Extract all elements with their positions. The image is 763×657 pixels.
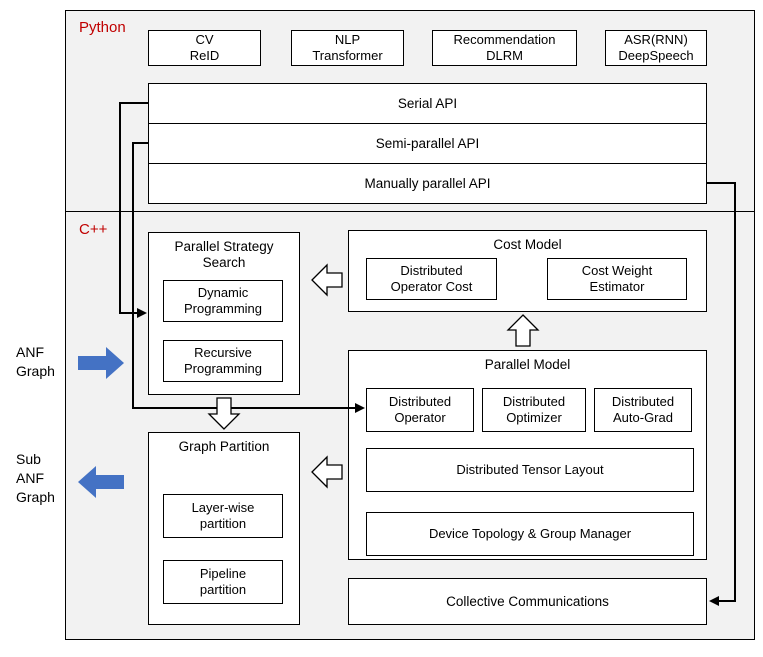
box-line: Pipeline: [199, 565, 247, 581]
parallel-model-title: Parallel Model: [484, 357, 571, 372]
box-line: Layer-wise: [191, 499, 255, 515]
app-box-asr-deepspeech: ASR(RNN) DeepSpeech: [605, 30, 707, 66]
app-box-line: ReID: [189, 48, 220, 63]
app-box-line: ASR(RNN): [624, 31, 688, 47]
box-line: partition: [199, 516, 247, 531]
box-line: Programming: [183, 301, 263, 316]
box-line: Auto-Grad: [613, 410, 673, 425]
distributed-tensor-layout-box: Distributed Tensor Layout: [366, 448, 694, 492]
sub-anf-graph-label: Sub ANF Graph: [16, 450, 55, 507]
box-line: Recursive: [194, 344, 252, 360]
side-label-line: Sub: [16, 451, 41, 467]
app-box-line: NLP: [334, 31, 361, 47]
box-line: Dynamic: [197, 284, 249, 300]
app-box-line: DLRM: [486, 48, 523, 63]
recursive-programming-box: Recursive Programming: [163, 340, 283, 382]
distributed-operator-cost-box: Distributed Operator Cost: [366, 258, 497, 300]
box-line: Distributed: [611, 393, 675, 409]
app-box-line: DeepSpeech: [618, 48, 694, 63]
side-label-line: Graph: [16, 488, 55, 505]
side-label-line: ANF: [16, 344, 44, 360]
distributed-operator-box: Distributed Operator: [366, 388, 474, 432]
collective-communications-bar: Collective Communications: [348, 578, 707, 625]
serial-api-bar: Serial API: [148, 83, 707, 124]
side-label-line: ANF: [16, 469, 44, 486]
side-label-line: Graph: [16, 362, 55, 379]
python-section-label: Python: [79, 19, 126, 36]
distributed-auto-grad-box: Distributed Auto-Grad: [594, 388, 692, 432]
parallel-strategy-search-title: Parallel Strategy Search: [174, 239, 274, 271]
box-line: Distributed: [400, 262, 463, 278]
distributed-optimizer-box: Distributed Optimizer: [482, 388, 586, 432]
app-box-recommendation-dlrm: Recommendation DLRM: [432, 30, 577, 66]
box-line: Operator: [394, 410, 446, 425]
app-box-line: CV: [195, 31, 214, 47]
box-line: Cost Weight: [581, 262, 653, 278]
box-line: Estimator: [589, 279, 645, 294]
box-line: Distributed: [502, 393, 566, 409]
anf-graph-label: ANF Graph: [16, 343, 55, 381]
app-box-line: Transformer: [312, 48, 383, 63]
app-box-nlp-transformer: NLP Transformer: [291, 30, 404, 66]
dynamic-programming-box: Dynamic Programming: [163, 280, 283, 322]
cpp-section-label: C++: [79, 221, 108, 238]
semi-parallel-api-bar: Semi-parallel API: [148, 123, 707, 164]
graph-partition-title: Graph Partition: [178, 439, 270, 454]
box-line: Distributed: [388, 393, 452, 409]
box-line: Programming: [183, 361, 263, 376]
app-box-line: Recommendation: [453, 31, 556, 47]
manually-parallel-api-bar: Manually parallel API: [148, 163, 707, 204]
box-line: partition: [199, 582, 247, 597]
cost-model-title: Cost Model: [493, 237, 562, 252]
box-line: Operator Cost: [390, 279, 473, 294]
layer-wise-partition-box: Layer-wise partition: [163, 494, 283, 538]
device-topology-group-manager-box: Device Topology & Group Manager: [366, 512, 694, 556]
cost-weight-estimator-box: Cost Weight Estimator: [547, 258, 687, 300]
pipeline-partition-box: Pipeline partition: [163, 560, 283, 604]
app-box-cv-reid: CV ReID: [148, 30, 261, 66]
box-line: Optimizer: [506, 410, 562, 425]
